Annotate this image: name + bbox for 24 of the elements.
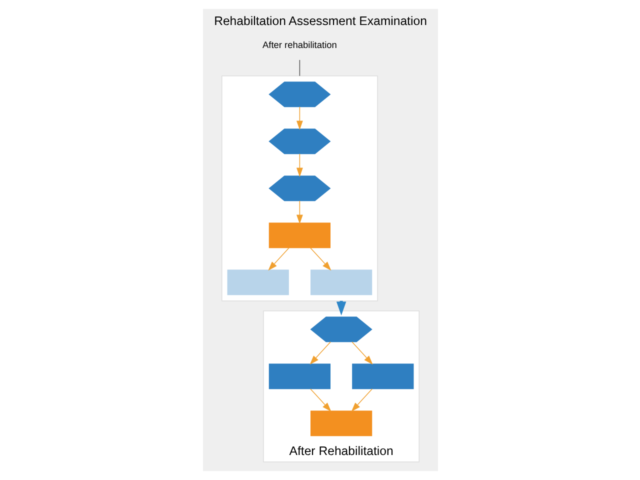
node-box (310, 270, 372, 296)
node-box (226, 270, 288, 296)
node-box (310, 410, 372, 436)
cluster: After Rehabilitation (262, 310, 419, 462)
node-hexagon (268, 82, 330, 108)
arrow (351, 341, 372, 365)
arrow (350, 388, 372, 412)
node-hexagon (268, 128, 330, 154)
node-box (268, 222, 330, 248)
arrow (296, 153, 302, 177)
cluster (221, 76, 378, 302)
arrow (310, 247, 331, 271)
arrow (310, 388, 331, 412)
arrow (268, 247, 289, 271)
arrow (296, 200, 302, 224)
node-hexagon (310, 316, 372, 342)
arrow (309, 341, 330, 365)
diagram-title: Rehabiltation Assessment Examination (214, 14, 426, 28)
connector (298, 60, 300, 76)
node-hexagon (268, 176, 330, 202)
node-box (352, 364, 414, 390)
node-text: After rehabilitation (262, 40, 336, 50)
node-box (268, 364, 330, 390)
arrow (296, 106, 302, 130)
